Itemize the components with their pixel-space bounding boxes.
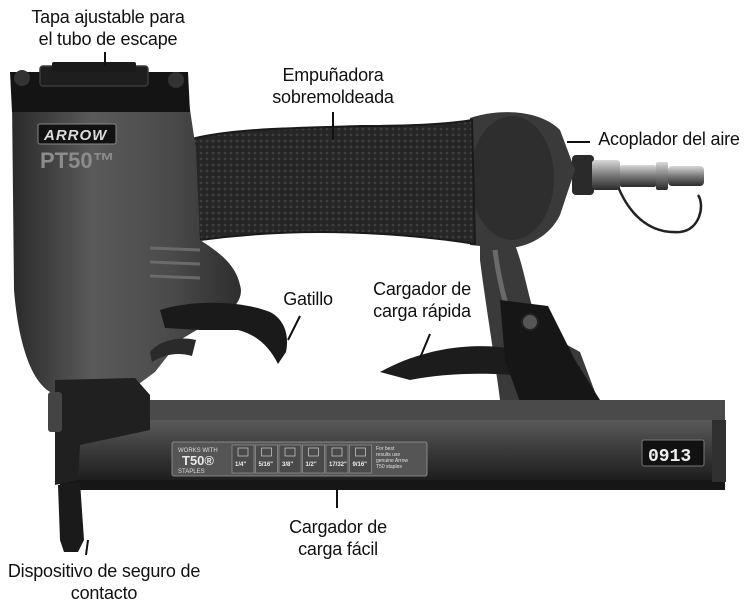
- label-contact-safety: Dispositivo de seguro de contacto: [7, 561, 201, 603]
- staple-info-panel: WORKS WITH T50® STAPLES 1/4" 5/16" 3/8" 1/2…: [171, 441, 428, 477]
- staple-size-cell: [255, 444, 278, 474]
- brand-badge: ARROW: [37, 123, 117, 145]
- trigger: [150, 302, 288, 364]
- body-ribs: [149, 246, 201, 280]
- staple-size-label: 5/16": [259, 462, 274, 468]
- nose-guide: [55, 378, 150, 485]
- latch-plate: [500, 300, 600, 402]
- label-exhaust-cap: Tapa ajustable para el tubo de escape: [31, 7, 185, 49]
- staple-size-cell: [231, 444, 255, 474]
- svg-text:WORKS WITH: WORKS WITH: [178, 448, 218, 454]
- staple-icon: [331, 447, 343, 457]
- staple-size-label: 3/8": [282, 462, 293, 468]
- latch-screw: [521, 313, 539, 331]
- svg-text:ARROW: ARROW: [43, 127, 108, 144]
- svg-text:results use: results use: [376, 452, 400, 458]
- staple-size-label: 1/2": [306, 462, 317, 468]
- svg-text:T50®: T50®: [182, 453, 214, 468]
- staple-size-label: 9/16": [353, 462, 368, 468]
- svg-text:STAPLES: STAPLES: [178, 469, 205, 475]
- staple-size-label: 17/32": [329, 462, 347, 468]
- staple-icon: [261, 447, 272, 457]
- label-overmolded-grip: Empuñadora sobremoldeada: [272, 65, 394, 107]
- cap-bolt: [168, 72, 184, 88]
- staple-icon: [308, 447, 319, 457]
- label-air-coupler: Acoplador del aire: [598, 129, 740, 149]
- staple-size-cell: [349, 444, 372, 474]
- leader-lines: [85, 52, 590, 556]
- overmolded-grip: [186, 118, 477, 246]
- model-badge: PT50™: [40, 148, 115, 173]
- staple-size-cell: [302, 444, 325, 474]
- contact-safety: [58, 482, 84, 552]
- air-coupler: [572, 155, 704, 234]
- rear-cap: [470, 116, 554, 240]
- svg-text:0913: 0913: [648, 447, 691, 467]
- staple-icon: [237, 447, 249, 457]
- svg-text:genuine Arrow: genuine Arrow: [376, 458, 408, 464]
- cap-bolt: [14, 70, 30, 86]
- svg-text:T50 staples: T50 staples: [376, 464, 402, 470]
- staple-size-label: 1/4": [235, 462, 246, 468]
- label-quick-load-magazine: Cargador de carga rápida: [373, 279, 471, 321]
- serial-plate: 0913: [641, 439, 705, 467]
- staple-icon: [284, 447, 296, 457]
- label-trigger: Gatillo: [283, 289, 333, 309]
- staple-icon: [355, 447, 366, 457]
- label-easy-load-magazine: Cargador de carga fácil: [289, 517, 387, 559]
- svg-text:For best: For best: [376, 446, 395, 452]
- staple-size-cell: [325, 444, 349, 474]
- staple-size-cell: [278, 444, 302, 474]
